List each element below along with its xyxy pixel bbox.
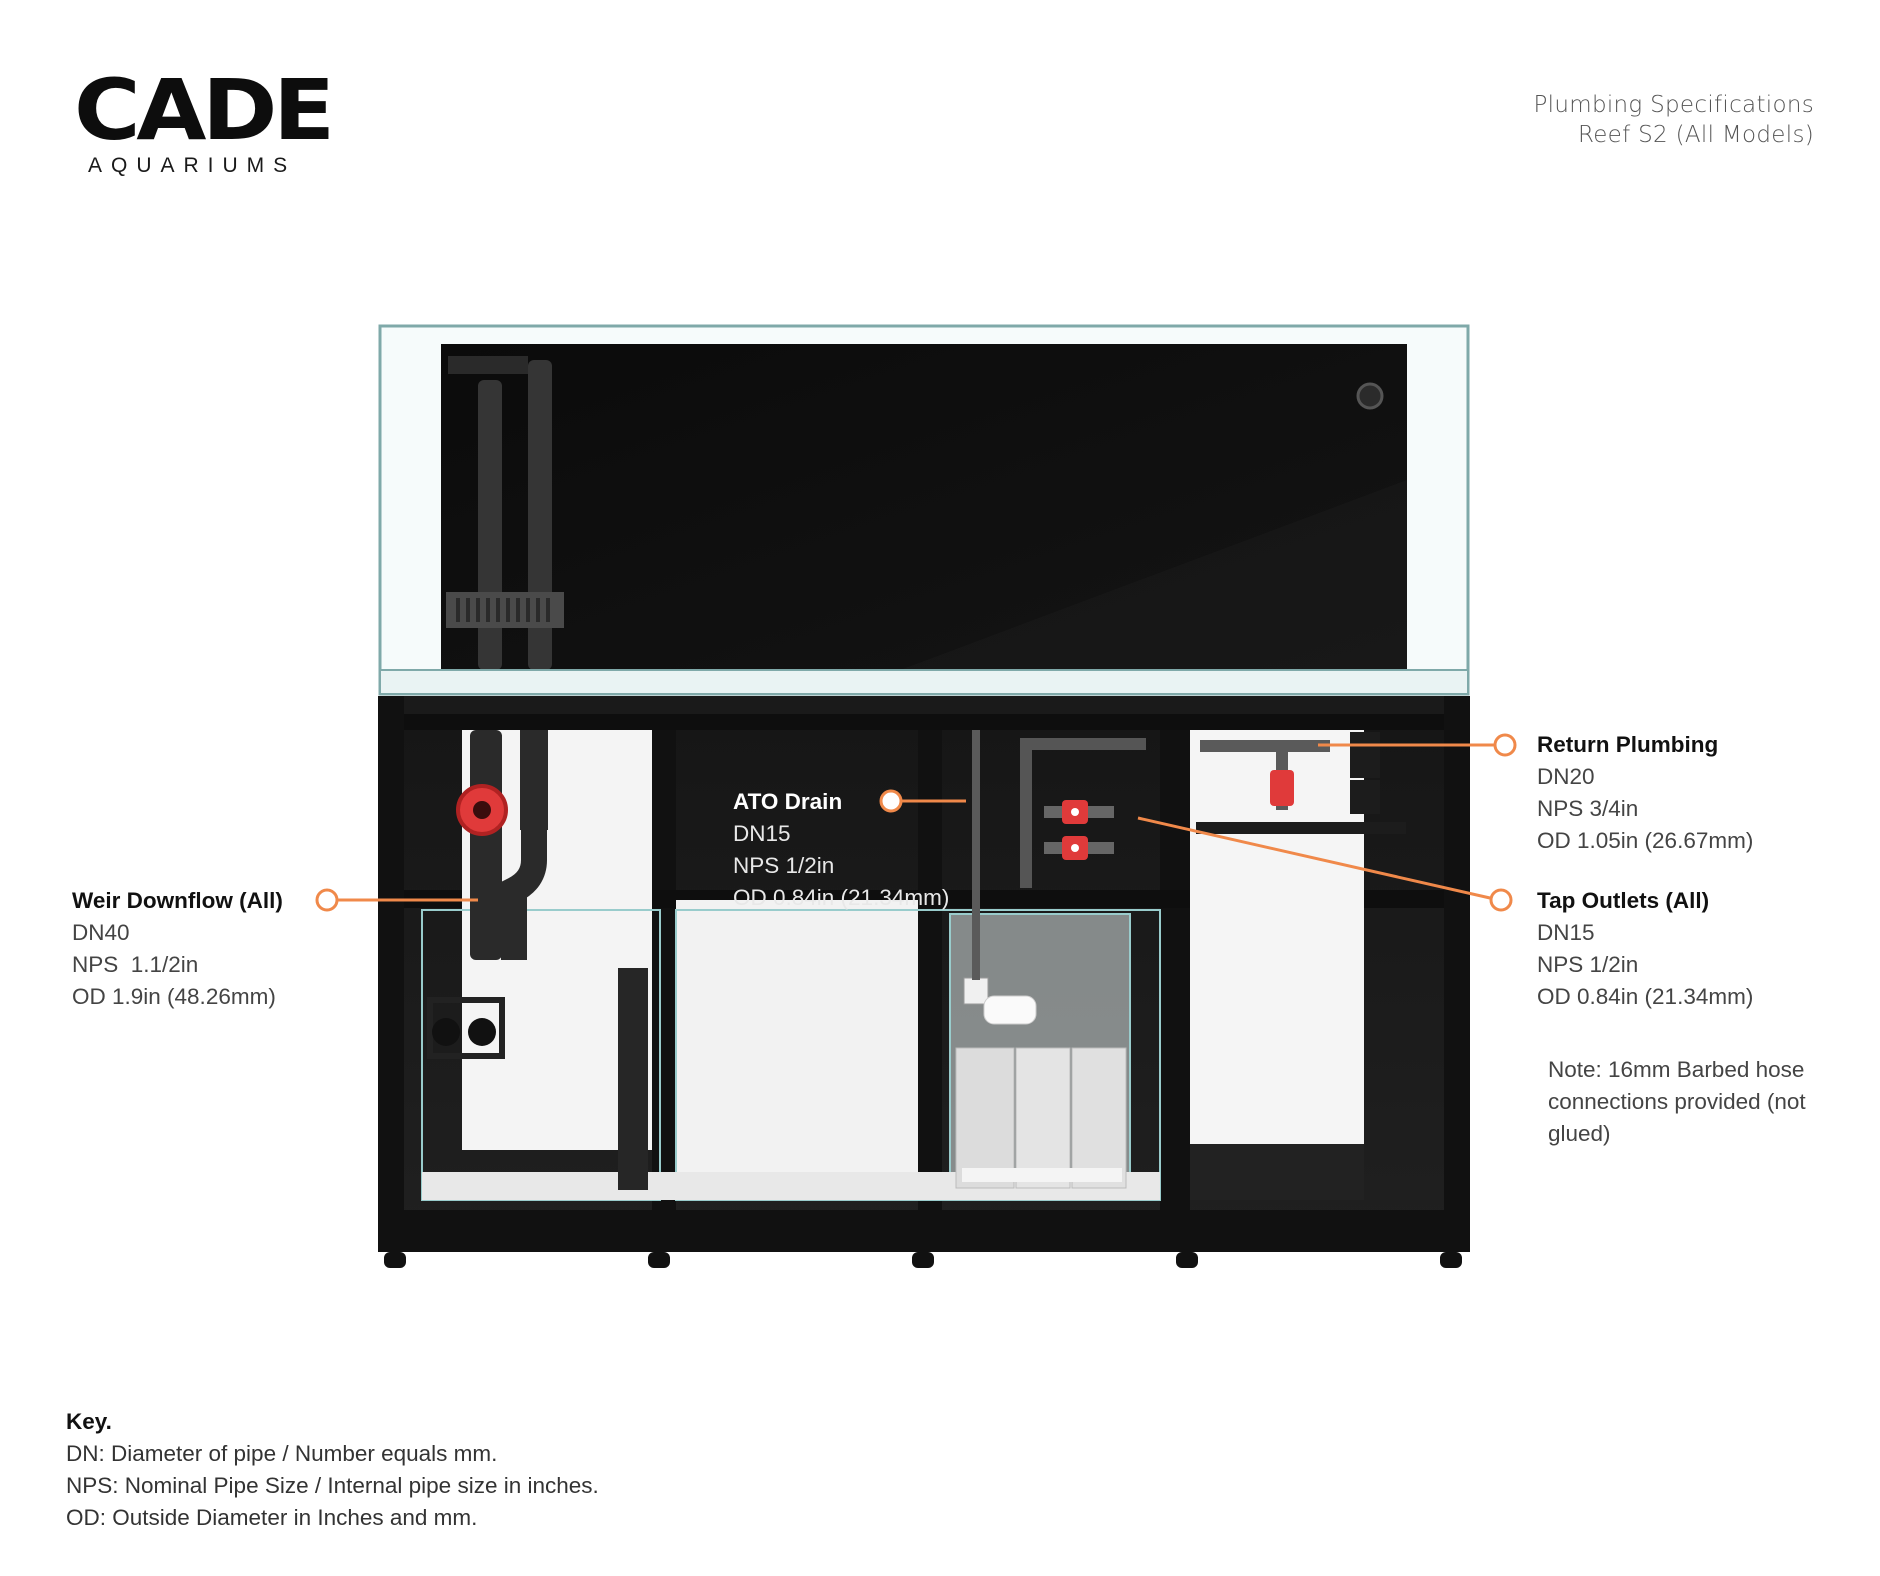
- callout-tap-nps: NPS 1/2in: [1537, 952, 1639, 977]
- spec-title-line2: Reef S2 (All Models): [1577, 122, 1814, 148]
- callout-weir-downflow: Weir Downflow (All) DN40 NPS 1.1/2in OD …: [72, 885, 283, 1013]
- return-nozzle: [1356, 382, 1384, 410]
- hose-note: Note: 16mm Barbed hose connections provi…: [1548, 1057, 1806, 1146]
- spec-title-line1: Plumbing Specifications: [1533, 92, 1814, 118]
- downflow-pipe-left: [470, 730, 502, 960]
- display-tank: [378, 324, 1470, 696]
- callout-ato-od: OD 0.84in (21.34mm): [733, 885, 950, 910]
- key-title: Key.: [66, 1409, 112, 1434]
- callout-ato-title: ATO Drain: [733, 789, 843, 814]
- surface-skimmer-comb: [448, 356, 528, 374]
- return-valve-icon: [1270, 770, 1294, 806]
- manifold-pipe: [1020, 738, 1032, 888]
- marker-return-icon: [1493, 733, 1517, 757]
- marker-tap-icon: [1489, 888, 1513, 912]
- callout-tap-od: OD 0.84in (21.34mm): [1537, 984, 1754, 1009]
- callout-ato-nps: NPS 1/2in: [733, 853, 835, 878]
- tank-bottom-glass: [379, 669, 1469, 695]
- brand-subtitle: AQUARIUMS: [88, 154, 297, 177]
- key-line-od: OD: Outside Diameter in Inches and mm.: [66, 1505, 478, 1530]
- callout-weir-nps: NPS 1.1/2in: [72, 952, 199, 977]
- callout-weir-title: Weir Downflow (All): [72, 888, 283, 913]
- callout-weir-od: OD 1.9in (48.26mm): [72, 984, 276, 1009]
- callout-tap-title: Tap Outlets (All): [1537, 888, 1710, 913]
- brand-logo: CADE AQUARIUMS: [74, 68, 335, 178]
- key-line-nps: NPS: Nominal Pipe Size / Internal pipe s…: [66, 1473, 599, 1498]
- callout-tap-outlets: Tap Outlets (All) DN15 NPS 1/2in OD 0.84…: [1537, 885, 1753, 1013]
- callout-ato-dn: DN15: [733, 821, 791, 846]
- callout-return-nps: NPS 3/4in: [1537, 796, 1639, 821]
- leader-tap: [1137, 816, 1491, 900]
- callout-return-od: OD 1.05in (26.67mm): [1537, 828, 1754, 853]
- callout-ato-drain: ATO Drain DN15 NPS 1/2in OD 0.84in (21.3…: [733, 786, 949, 914]
- cabinet-base: [378, 1210, 1470, 1252]
- callout-tap-dn: DN15: [1537, 920, 1595, 945]
- weir-lower-comb: [446, 592, 564, 628]
- callout-weir-dn: DN40: [72, 920, 130, 945]
- key-legend: Key. DN: Diameter of pipe / Number equal…: [66, 1406, 599, 1534]
- cabinet: [378, 696, 1470, 1268]
- spec-title: Plumbing Specifications Reef S2 (All Mod…: [1534, 90, 1814, 150]
- return-pipe: [1200, 740, 1330, 752]
- marker-ato-icon: [879, 789, 903, 813]
- leader-lines: [315, 733, 1517, 912]
- ato-drain-pipe: [972, 730, 980, 980]
- callout-return-title: Return Plumbing: [1537, 732, 1719, 757]
- marker-weir-icon: [315, 888, 339, 912]
- key-line-dn: DN: Diameter of pipe / Number equals mm.: [66, 1441, 498, 1466]
- callout-return-dn: DN20: [1537, 764, 1595, 789]
- brand-wordmark: CADE: [74, 61, 335, 159]
- return-shelf: [1196, 822, 1406, 834]
- callout-return-plumbing: Return Plumbing DN20 NPS 3/4in OD 1.05in…: [1537, 729, 1753, 857]
